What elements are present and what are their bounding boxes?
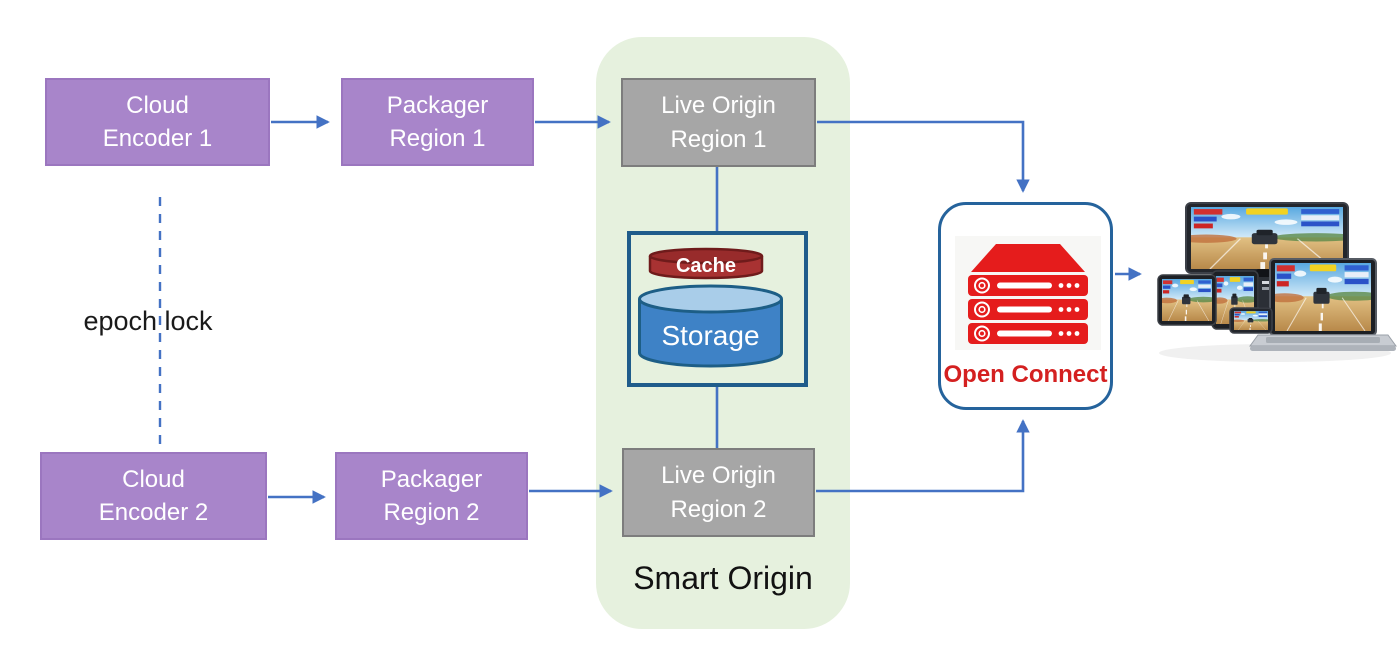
open-connect-label: Open Connect bbox=[943, 361, 1108, 388]
node-live-origin-region-2: Live Origin Region 2 bbox=[622, 448, 815, 537]
node-packager-region-1: Packager Region 1 bbox=[341, 78, 534, 166]
storage-cylinder-icon: Storage bbox=[638, 284, 783, 368]
client-devices-image bbox=[1150, 193, 1400, 365]
open-connect-box: Open Connect bbox=[938, 202, 1113, 410]
cache-storage-graphic: Cache Storage bbox=[638, 247, 783, 368]
multi-device-icon bbox=[1157, 202, 1397, 362]
node-packager-region-2: Packager Region 2 bbox=[335, 452, 528, 540]
tablet-landscape-icon bbox=[1157, 274, 1217, 326]
storage-label: Storage bbox=[661, 320, 759, 351]
phone-landscape-icon bbox=[1229, 307, 1273, 334]
smart-origin-label: Smart Origin bbox=[633, 560, 813, 596]
cache-label: Cache bbox=[676, 255, 736, 277]
node-cloud-encoder-1: Cloud Encoder 1 bbox=[45, 78, 270, 166]
cache-storage-box: Cache Storage bbox=[627, 231, 808, 387]
node-live-origin-region-1: Live Origin Region 1 bbox=[621, 78, 816, 167]
cache-cylinder-icon: Cache bbox=[648, 247, 764, 280]
laptop-icon bbox=[1249, 258, 1397, 351]
epoch-lock-label: epoch lock bbox=[83, 306, 213, 336]
server-stack-icon bbox=[955, 236, 1101, 350]
node-cloud-encoder-2: Cloud Encoder 2 bbox=[40, 452, 267, 540]
